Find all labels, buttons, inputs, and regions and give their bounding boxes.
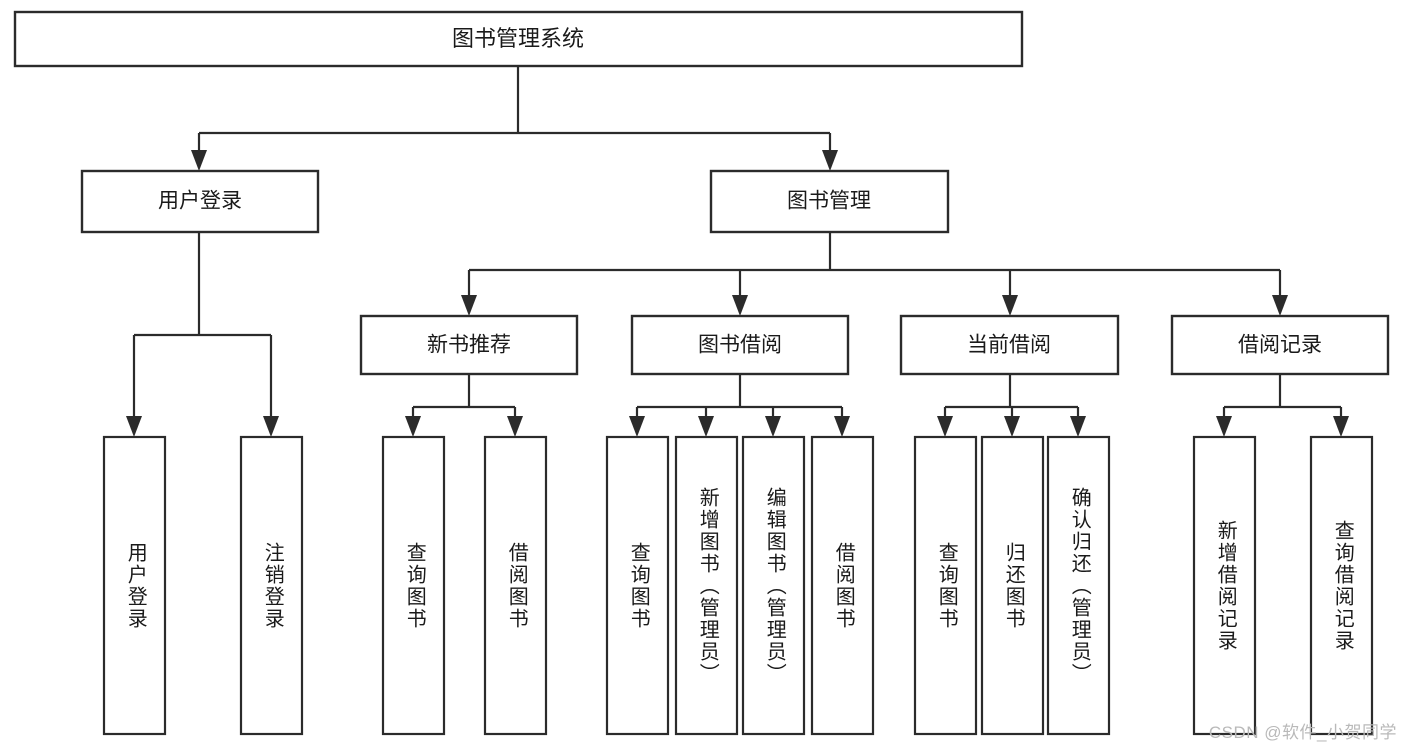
csdn-watermark: CSDN @软件_小贺同学 <box>1208 723 1397 742</box>
arrow-head-bookborrow-leaf1 <box>629 416 645 437</box>
arrow-head-borrowrecord-leaf1 <box>1216 416 1232 437</box>
node-book-management[interactable]: 图书管理 <box>709 169 950 234</box>
leaf-box-current-query-book[interactable] <box>913 435 978 736</box>
arrow-head-bookborrow-leaf4 <box>834 416 850 437</box>
node-book-management-label: 图书管理 <box>787 190 871 213</box>
leaf-box-logout[interactable] <box>239 435 304 736</box>
node-root-book-management-system[interactable]: 图书管理系统 <box>13 10 1024 68</box>
arrow-head-bookborrow-leaf3 <box>765 416 781 437</box>
node-book-borrow-rect[interactable] <box>630 314 850 376</box>
node-borrow-record-label: 借阅记录 <box>1238 334 1322 357</box>
leaf-box-borrow-edit-book[interactable] <box>741 435 806 736</box>
node-book-borrow-label: 图书借阅 <box>698 334 782 357</box>
arrow-head-currentborrow-leaf2 <box>1004 416 1020 437</box>
node-borrow-record-rect[interactable] <box>1170 314 1390 376</box>
arrow-head-borrow-record <box>1272 295 1288 316</box>
leaf-box-borrow-query-book[interactable] <box>605 435 670 736</box>
arrow-head-newbook-leaf1 <box>405 416 421 437</box>
arrow-head-newbook-leaf2 <box>507 416 523 437</box>
leaf-box-newbook-query-book[interactable] <box>381 435 446 736</box>
node-new-book-recommend-label: 新书推荐 <box>427 334 511 357</box>
arrow-head-currentborrow-leaf3 <box>1070 416 1086 437</box>
leaf-box-newbook-borrow-book[interactable] <box>483 435 548 736</box>
arrow-head-book-manage <box>822 150 838 171</box>
node-borrow-record[interactable]: 借阅记录 <box>1170 314 1390 376</box>
leaf-box-user-login[interactable] <box>102 435 167 736</box>
leaf-box-record-add-record[interactable] <box>1192 435 1257 736</box>
node-root-label: 图书管理系统 <box>452 26 584 51</box>
node-book-borrow[interactable]: 图书借阅 <box>630 314 850 376</box>
arrow-head-leaf-logout <box>263 416 279 437</box>
node-new-book-recommend[interactable]: 新书推荐 <box>359 314 579 376</box>
arrow-head-borrowrecord-leaf2 <box>1333 416 1349 437</box>
leaf-box-borrow-borrow-book[interactable] <box>810 435 875 736</box>
arrow-head-user-login <box>191 150 207 171</box>
leaf-box-borrow-add-book[interactable] <box>674 435 739 736</box>
node-user-login-rect[interactable] <box>80 169 320 234</box>
leaf-box-current-confirm-return[interactable] <box>1046 435 1111 736</box>
node-user-login[interactable]: 用户登录 <box>80 169 320 234</box>
node-root-rect[interactable] <box>13 10 1024 68</box>
arrow-head-book-borrow <box>732 295 748 316</box>
arrow-head-new-book <box>461 295 477 316</box>
node-current-borrow-rect[interactable] <box>899 314 1120 376</box>
leaf-box-record-query-record[interactable] <box>1309 435 1374 736</box>
node-current-borrow[interactable]: 当前借阅 <box>899 314 1120 376</box>
node-new-book-recommend-rect[interactable] <box>359 314 579 376</box>
arrow-head-current-borrow <box>1002 295 1018 316</box>
arrow-head-currentborrow-leaf1 <box>937 416 953 437</box>
node-user-login-label: 用户登录 <box>158 190 242 213</box>
connector-layer <box>126 66 1349 437</box>
arrow-head-bookborrow-leaf2 <box>698 416 714 437</box>
leaf-box-current-return-book[interactable] <box>980 435 1045 736</box>
node-book-management-rect[interactable] <box>709 169 950 234</box>
arrow-head-leaf-user-login <box>126 416 142 437</box>
node-current-borrow-label: 当前借阅 <box>967 334 1051 357</box>
